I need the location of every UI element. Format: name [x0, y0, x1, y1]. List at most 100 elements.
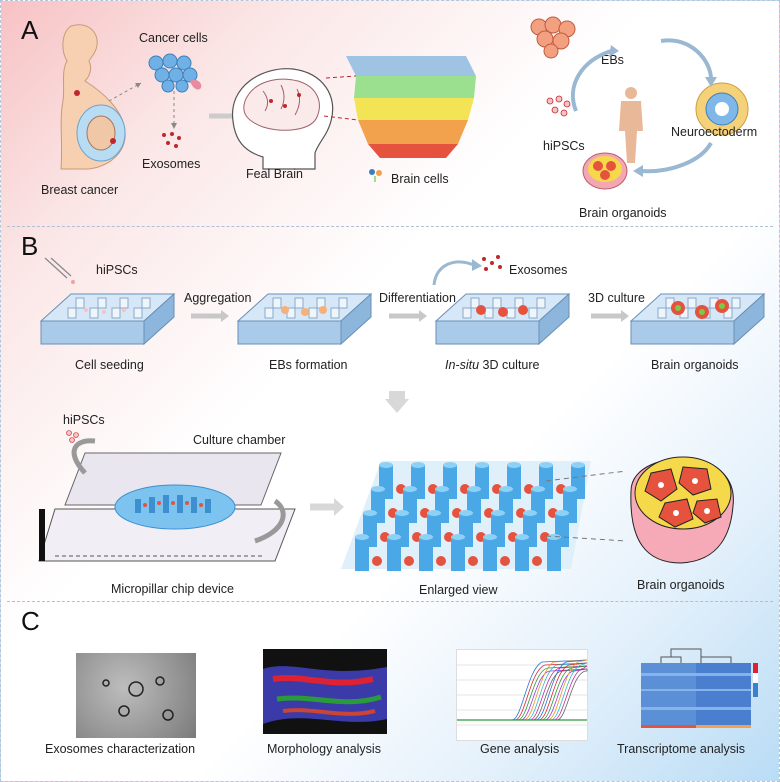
heatmap-thumbnail	[641, 648, 759, 741]
cancer-cells-label: Cancer cells	[139, 31, 208, 45]
micropillar-top	[443, 462, 457, 468]
down-arrow-enlarge	[385, 391, 409, 413]
hipscs-dots-chip	[66, 430, 79, 443]
culture-chamber-label: Culture chamber	[193, 433, 286, 447]
micropillar	[483, 537, 497, 571]
micropillar-top	[403, 486, 417, 492]
fetal-brain-illustration	[231, 68, 334, 170]
micropillar-top	[395, 510, 409, 516]
organoid-dot	[500, 556, 510, 566]
differentiation-label: Differentiation	[379, 291, 456, 305]
pregnant-woman-illustration	[60, 24, 126, 170]
fluorescence-pattern	[263, 666, 387, 724]
amplification-curve	[457, 662, 588, 721]
caption-exosomes-characterization: Exosomes characterization	[45, 742, 196, 756]
micropillar-top	[355, 534, 369, 540]
organoid-dot	[436, 556, 446, 566]
insitu-suffix: 3D culture	[482, 358, 540, 372]
step-label-insitu-culture: In-situ 3D culture	[445, 358, 540, 372]
zoom-lines	[545, 470, 627, 542]
micropillar-top	[515, 534, 529, 540]
step-label-brain-organoids: Brain organoids	[651, 358, 739, 372]
organoid-dot	[468, 556, 478, 566]
brain-cells-label: Brain cells	[391, 172, 449, 186]
brain-organoids-zoom-label: Brain organoids	[637, 578, 725, 592]
micropillar-chip-illustration	[38, 438, 296, 562]
chip-cell-seeding	[39, 292, 176, 346]
micropillar-top	[523, 510, 537, 516]
micropillar-top	[427, 510, 441, 516]
brain-organoid-zoom-illustration	[630, 456, 734, 564]
micropillar-top	[507, 462, 521, 468]
exosome-add-arrow	[432, 255, 502, 286]
hipscs-label-a: hiPSCs	[543, 139, 585, 153]
micropillar-top	[475, 462, 489, 468]
exosome-dots-a	[162, 132, 181, 148]
micropillar-top	[379, 462, 393, 468]
neuroectoderm-label: Neuroectoderm	[671, 125, 758, 139]
micropillar-top	[499, 486, 513, 492]
divider-a-b	[7, 226, 773, 227]
micropillar-top	[363, 510, 377, 516]
panel-a-letter: A	[21, 15, 39, 45]
caption-transcriptome-analysis: Transcriptome analysis	[617, 742, 746, 756]
qpcr-curves-thumbnail	[456, 649, 588, 741]
micropillar-label: Micropillar chip device	[111, 582, 234, 596]
ebs-cluster-illustration	[530, 16, 576, 59]
micropillar	[451, 537, 465, 571]
micropillar	[387, 537, 401, 571]
chip-brain-organoids	[629, 292, 766, 346]
micropillar-top	[459, 510, 473, 516]
step-label-cell-seeding: Cell seeding	[75, 358, 144, 372]
culture-3d-label: 3D culture	[588, 291, 645, 305]
step-label-ebs-formation: EBs formation	[269, 358, 348, 372]
organoid-dot	[404, 556, 414, 566]
caption-gene-analysis: Gene analysis	[480, 742, 560, 756]
micropillar-top	[371, 486, 385, 492]
cancer-cells-illustration	[148, 53, 202, 93]
panel-b-letter: B	[21, 231, 39, 261]
micropillar-top	[435, 486, 449, 492]
amplification-curves	[457, 659, 588, 726]
micropillar-top	[467, 486, 481, 492]
micropillar	[355, 537, 369, 571]
micropillar-top	[483, 534, 497, 540]
morphology-image-thumbnail	[263, 649, 387, 734]
human-figure-illustration	[619, 87, 643, 163]
ebs-label: EBs	[601, 53, 624, 67]
micropillar-top	[555, 510, 569, 516]
chip-insitu-3d-culture	[434, 292, 571, 346]
tem-image-thumbnail	[76, 653, 196, 738]
exosome-particles	[102, 676, 174, 721]
feal-brain-label: Feal Brain	[246, 167, 303, 181]
caption-morphology-analysis: Morphology analysis	[267, 742, 381, 756]
micropillar	[419, 537, 433, 571]
micropillar-top	[547, 534, 561, 540]
micropillar-top	[531, 486, 545, 492]
micropillar-top	[419, 534, 433, 540]
micropillar-top	[563, 486, 577, 492]
step-arrows-b	[191, 310, 629, 322]
micropillar-top	[411, 462, 425, 468]
micropillar-top	[451, 534, 465, 540]
brain-organoids-label-a: Brain organoids	[579, 206, 667, 220]
hipscs-dots-a	[546, 95, 571, 117]
aggregation-label: Aggregation	[184, 291, 252, 305]
divider-b-c	[7, 601, 773, 602]
micropillar-top	[491, 510, 505, 516]
exosomes-label-b: Exosomes	[509, 263, 568, 277]
micropillar-top	[539, 462, 553, 468]
cycle-arrows	[570, 38, 717, 177]
enlarged-view-label: Enlarged view	[419, 583, 498, 597]
neuroectoderm-illustration	[695, 82, 749, 136]
hipscs-label-chip: hiPSCs	[63, 413, 105, 427]
organoid-dot	[372, 556, 382, 566]
hipscs-label-b: hiPSCs	[96, 263, 138, 277]
micropillar	[547, 537, 561, 571]
enlarged-pillar-array	[341, 461, 591, 571]
pipette-icon	[44, 257, 75, 284]
exosomes-label-a: Exosomes	[142, 157, 201, 171]
micropillar-top	[571, 462, 585, 468]
heatmap-graphic	[641, 648, 758, 728]
